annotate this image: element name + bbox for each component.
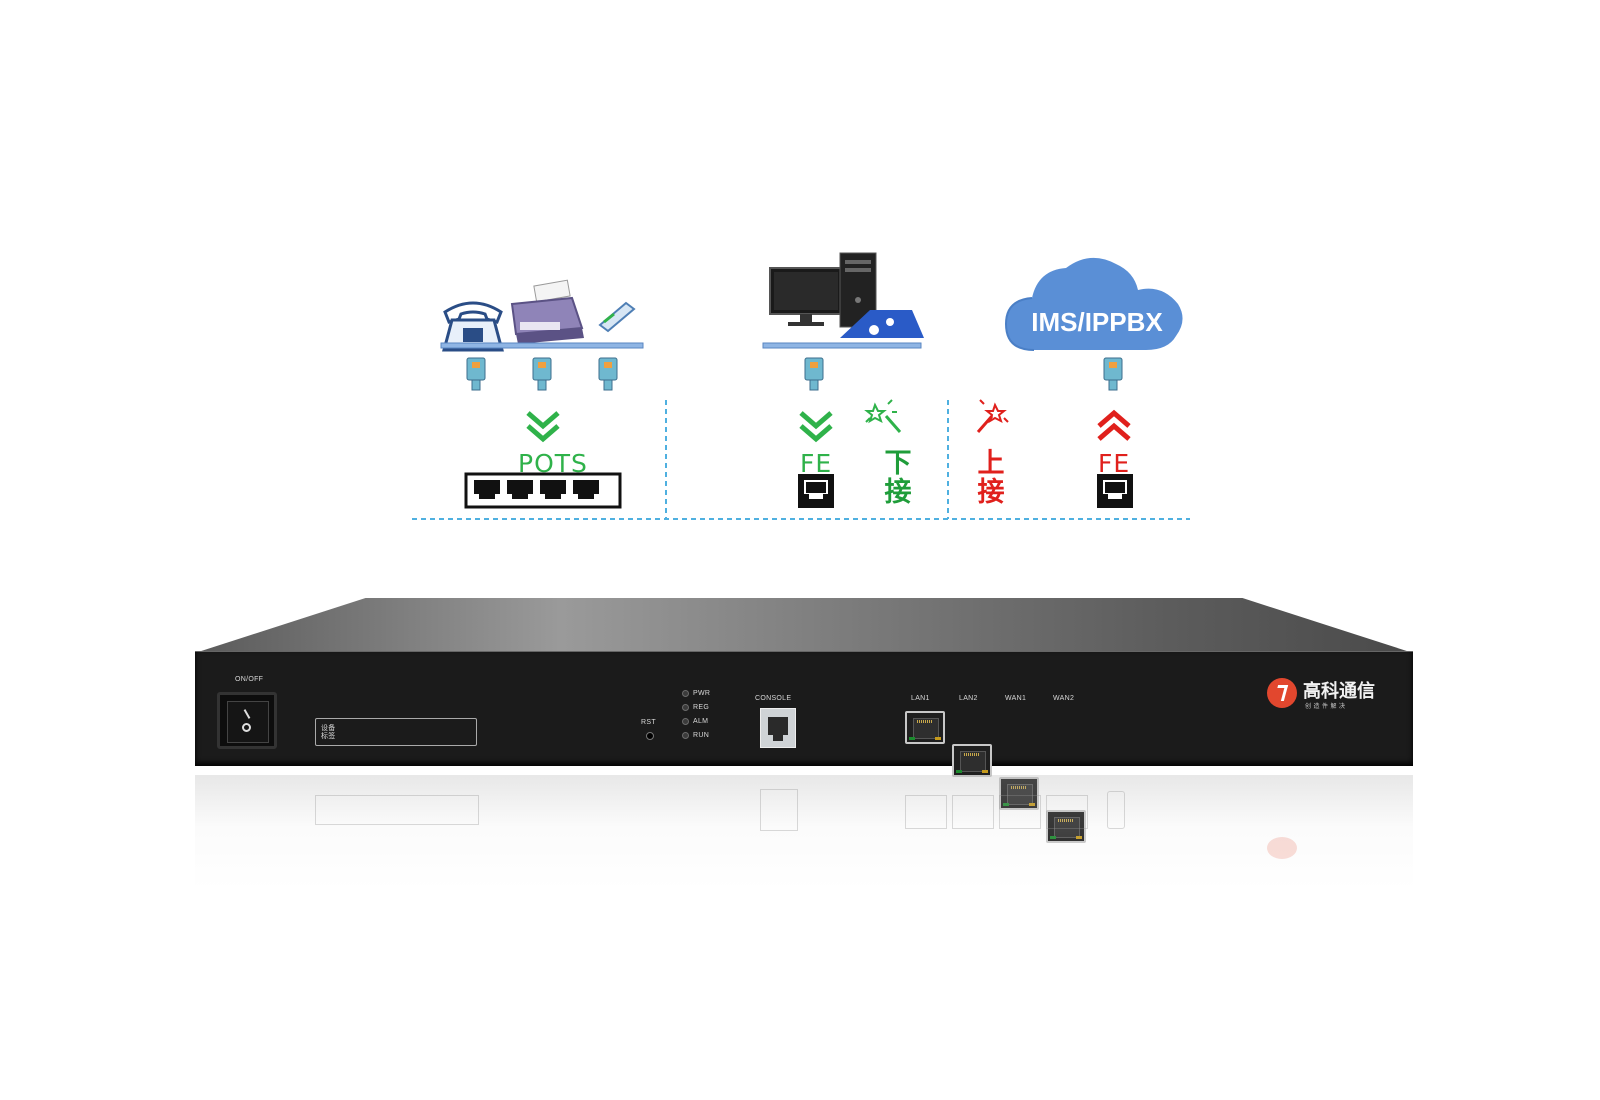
led-label: ALM <box>693 717 709 725</box>
reflected-logo-icon <box>1267 837 1297 859</box>
reflected-port-icon <box>952 795 994 829</box>
rj45-pins-icon <box>1011 786 1027 789</box>
rj11-plug-icon <box>532 357 552 391</box>
rst-label: RST <box>641 719 656 726</box>
pots-label: POTS <box>518 449 588 478</box>
port-label: WAN1 <box>1005 695 1027 702</box>
port-label: WAN2 <box>1053 695 1075 702</box>
device-top-surface <box>195 598 1413 653</box>
chevron-down-icon <box>799 411 833 443</box>
link-led-icon <box>1003 803 1009 806</box>
led-label: PWR <box>693 689 711 697</box>
magic-wand-icon <box>976 399 1009 433</box>
power-switch[interactable] <box>217 692 277 749</box>
power-switch-rocker <box>227 701 269 743</box>
rj45-socket-icon <box>913 718 939 739</box>
led-alm: ALM <box>682 714 710 728</box>
link-led-icon <box>909 737 915 740</box>
magic-wand-icon <box>864 399 902 433</box>
act-led-icon <box>1029 803 1035 806</box>
link-led-icon <box>1050 836 1056 839</box>
rj45-pins-icon <box>917 720 933 723</box>
console-port-clip-icon <box>773 735 783 741</box>
console-port-socket-icon <box>768 717 788 735</box>
power-label: ON/OFF <box>235 676 264 683</box>
rj45-socket-icon <box>1054 817 1080 838</box>
reflected-port-icon <box>905 795 947 829</box>
reflected-console-port <box>760 789 798 831</box>
port-label: LAN1 <box>911 695 930 702</box>
uplink-text: 上接 <box>977 448 1005 508</box>
brand-slogan: 创 造 件 解 决 <box>1305 703 1346 710</box>
act-led-icon <box>1076 836 1082 839</box>
led-reg: REG <box>682 700 710 714</box>
device-reflection <box>195 775 1413 890</box>
bus-bar-middle <box>762 342 922 349</box>
bus-bar-left <box>440 342 644 349</box>
link-led-icon <box>956 770 962 773</box>
lan2-port[interactable] <box>952 744 992 777</box>
reset-button[interactable] <box>646 732 654 740</box>
pots-port-block-icon <box>464 472 622 509</box>
reflected-port-icon <box>1046 795 1088 829</box>
device-tag-text: 设备 标签 <box>321 724 336 740</box>
reflected-tag-plate <box>315 795 479 825</box>
brand-logo-icon <box>1267 678 1297 708</box>
console-port[interactable] <box>760 708 796 748</box>
power-off-mark-icon <box>242 723 251 732</box>
fax-machine-icon <box>510 279 584 344</box>
rj45-pins-icon <box>1058 819 1074 822</box>
brand-name: 高科通信 <box>1303 681 1375 702</box>
act-led-icon <box>935 737 941 740</box>
computer-icon <box>769 252 877 328</box>
rj45-pins-icon <box>964 753 980 756</box>
downlink-text: 下接 <box>884 448 912 508</box>
wan1-port[interactable] <box>999 777 1039 810</box>
led-indicator-icon <box>682 703 689 711</box>
rj11-plug-icon <box>466 357 486 391</box>
chevron-up-icon <box>1097 409 1131 441</box>
console-label: CONSOLE <box>755 695 792 702</box>
rj45-plug-icon <box>1103 357 1123 391</box>
wan2-port[interactable] <box>1046 810 1086 843</box>
reflected-port-icon <box>999 795 1041 829</box>
fe-port-down-icon <box>798 474 834 508</box>
lan1-port[interactable] <box>905 711 945 744</box>
led-indicator-icon <box>682 689 689 697</box>
led-indicator-icon <box>682 717 689 725</box>
led-label: RUN <box>693 731 710 739</box>
cloud-label: IMS/IPPBX <box>1031 307 1163 337</box>
rj45-socket-icon <box>1007 784 1033 805</box>
chevron-down-icon <box>526 411 560 443</box>
fe-port-up-icon <box>1097 474 1133 508</box>
settings-gear-badge-icon <box>840 310 924 338</box>
device-tag-plate: 设备 标签 <box>315 718 477 746</box>
port-label: LAN2 <box>959 695 978 702</box>
reflected-port-icon <box>1107 791 1125 829</box>
device-front-panel: ON/OFF 设备 标签 RST PWR REG ALM RUN CONSOLE… <box>195 651 1413 843</box>
led-indicator-icon <box>682 731 689 739</box>
led-label: REG <box>693 703 710 711</box>
led-run: RUN <box>682 728 710 742</box>
rj45-socket-icon <box>960 751 986 772</box>
act-led-icon <box>982 770 988 773</box>
cloud-icon <box>1004 257 1183 351</box>
topology-diagram: IMS/IPPBX <box>412 252 1190 520</box>
fe-downlink-label: FE <box>800 449 833 478</box>
status-led-group: PWR REG ALM RUN <box>682 686 710 742</box>
rj11-plug-icon <box>598 357 618 391</box>
handset-icon <box>598 301 636 333</box>
led-pwr: PWR <box>682 686 710 700</box>
rj45-plug-icon <box>804 357 824 391</box>
fe-uplink-label: FE <box>1098 449 1131 478</box>
